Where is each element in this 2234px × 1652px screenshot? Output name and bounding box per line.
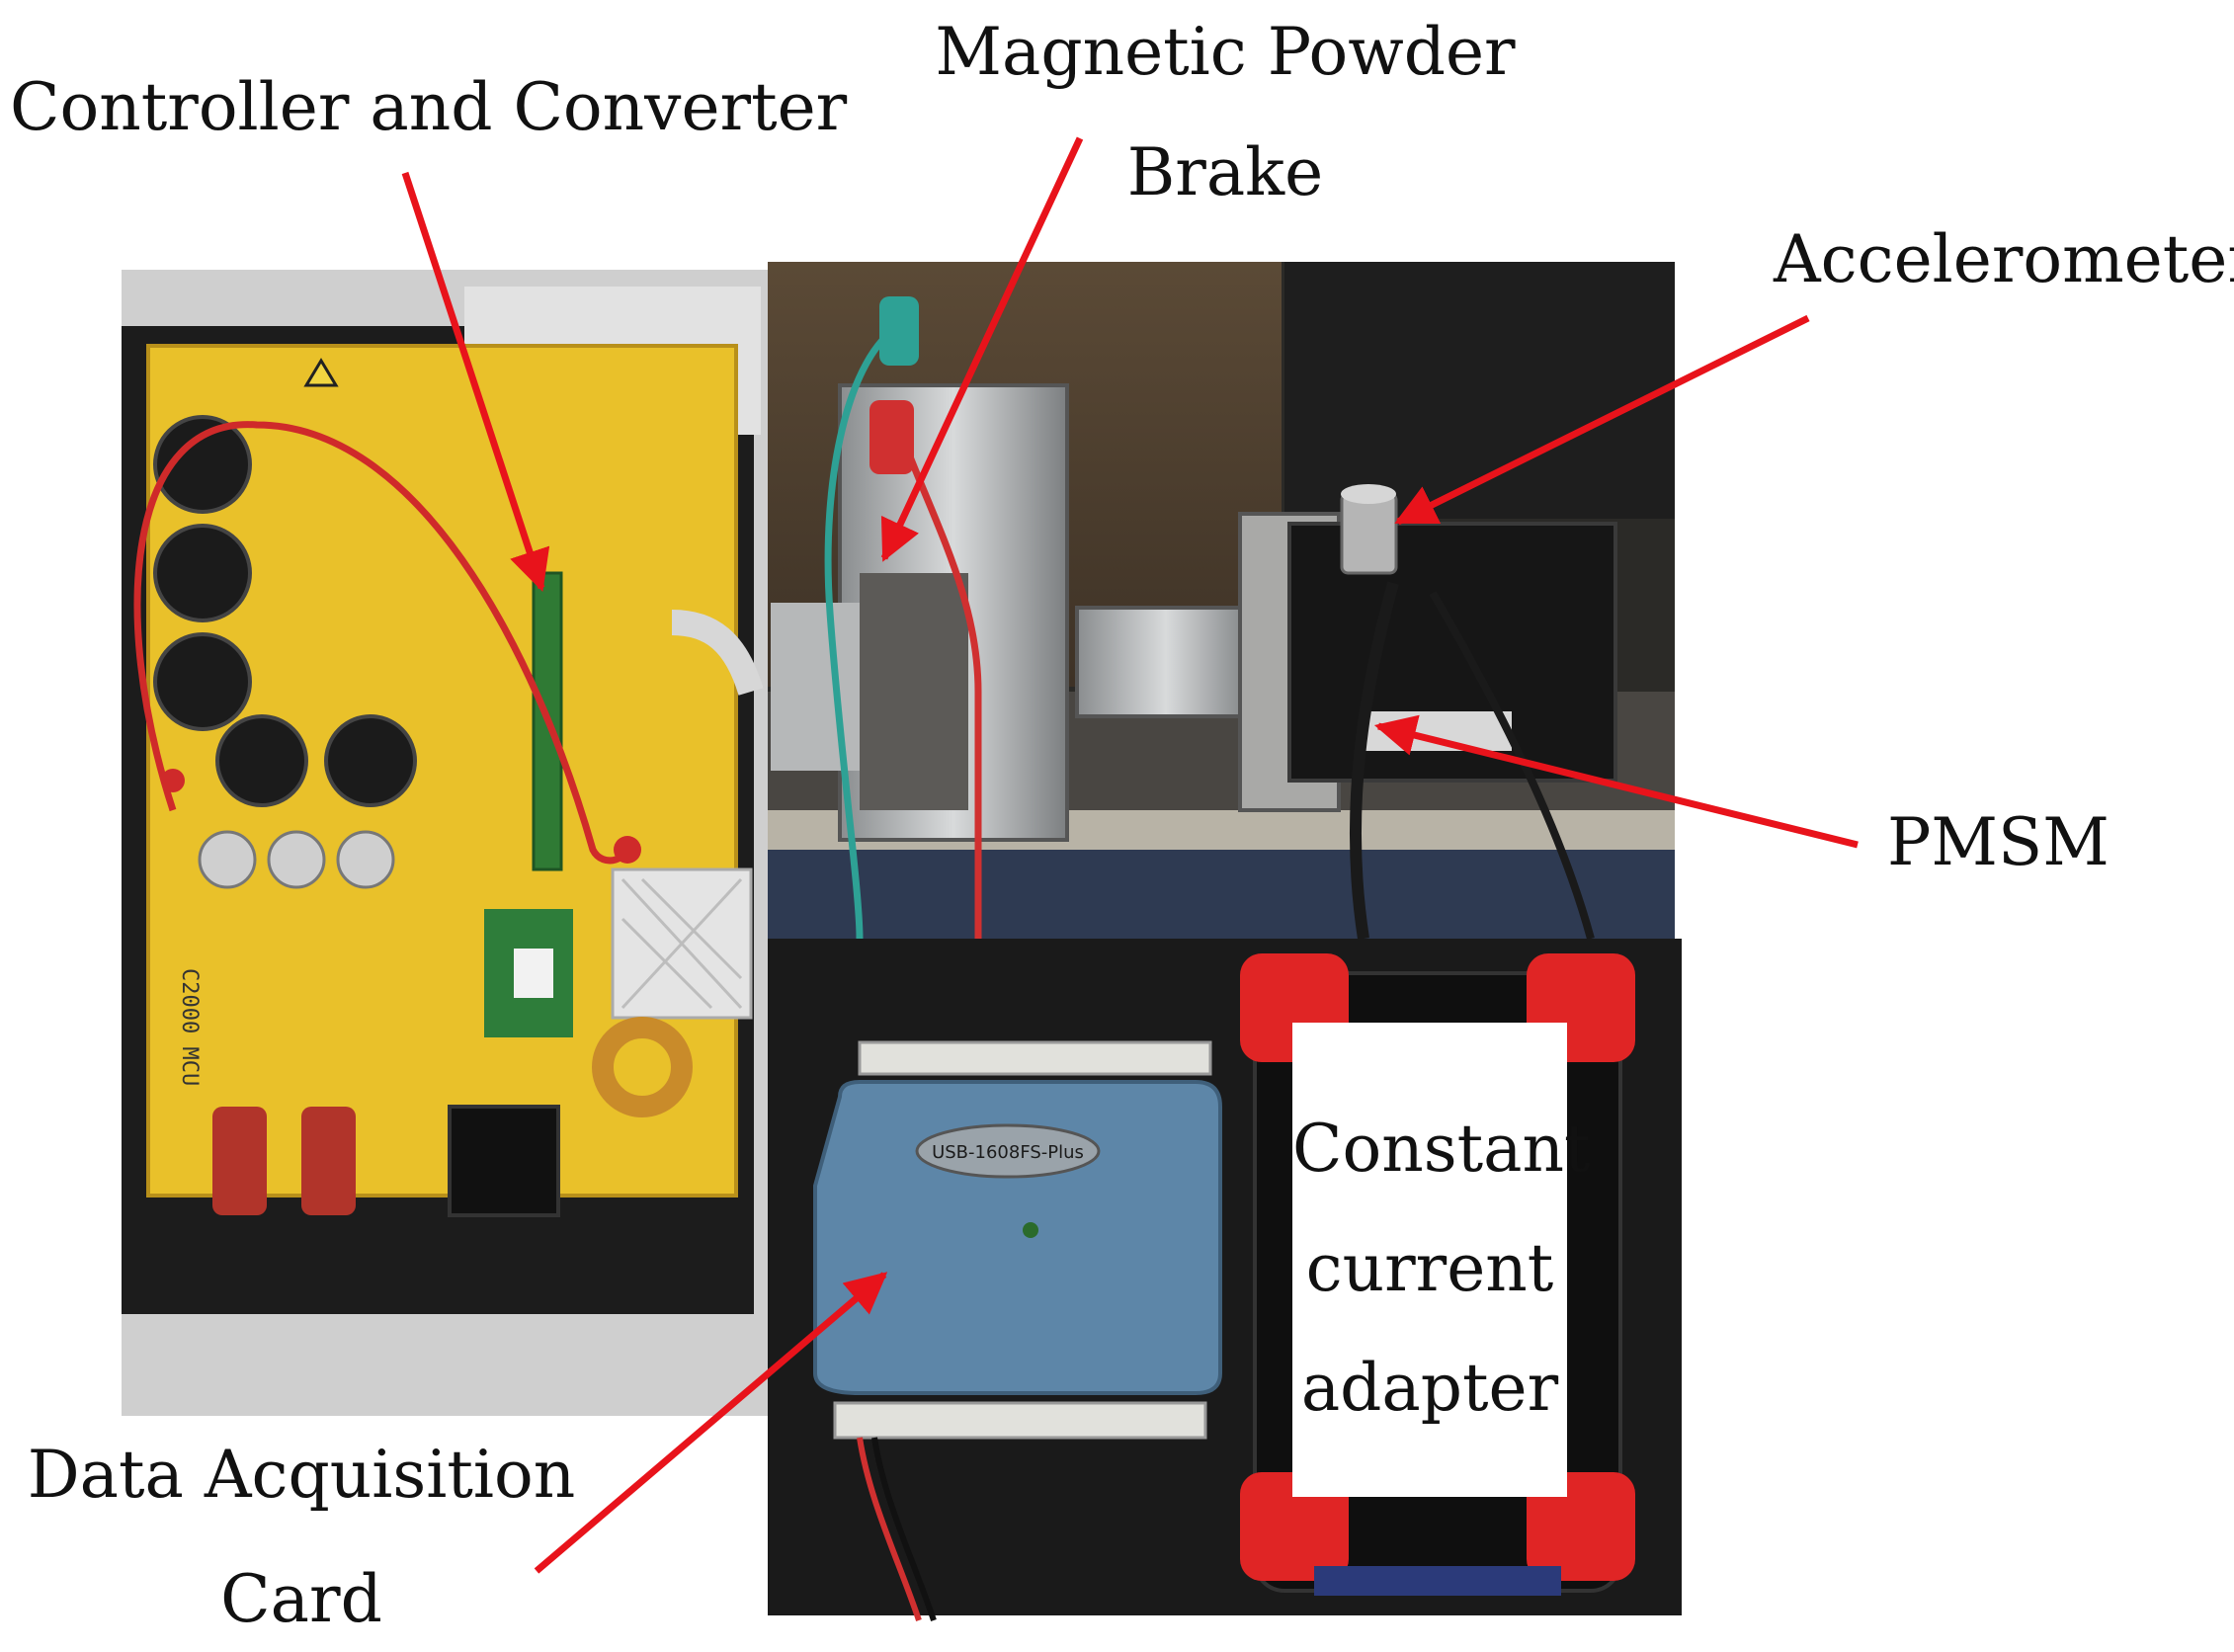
daq-card [813, 1080, 1222, 1395]
red-terminal [869, 400, 914, 474]
toroid-inductor [592, 1017, 693, 1117]
accelerometer-label: Accelerometer [1774, 221, 2234, 297]
capacitor-bank [153, 415, 417, 807]
adapter-label-line1: Constant [1292, 1111, 1591, 1187]
daq-label-line2: Card [220, 1561, 382, 1637]
status-led [1023, 1222, 1038, 1238]
warning-icon [303, 358, 339, 387]
magnetic-powder-brake-label: Magnetic Powder Brake [889, 20, 1561, 206]
controller-converter-label: Controller and Converter [10, 69, 848, 145]
shaft-coupling [1075, 606, 1257, 718]
green-terminal [879, 296, 919, 366]
constant-current-adapter-label: Constant current adapter [1292, 1023, 1591, 1497]
arrow-pmsm [1373, 714, 1859, 849]
adapter-label-line2: current [1305, 1230, 1554, 1306]
pmsm-label: PMSM [1887, 804, 2110, 880]
callout-arrows [401, 136, 1859, 1574]
daq-model-label: USB-1608FS-Plus [932, 1142, 1084, 1163]
magnetic-label-line2: Brake [1126, 134, 1324, 210]
magnetic-label-line1: Magnetic Powder [935, 14, 1516, 90]
adapter-label-line3: adapter [1300, 1350, 1559, 1426]
arrow-controller [401, 171, 550, 592]
arrow-daq [534, 1272, 888, 1574]
controller-photo: C2000 MCU [122, 270, 769, 1416]
arrow-magnetic-brake [880, 136, 1084, 562]
board-label: C2000 MCU [177, 968, 202, 1086]
daq-label-line1: Data Acquisition [27, 1437, 576, 1513]
arrow-accelerometer [1394, 314, 1810, 526]
accelerometer-sensor [1340, 492, 1398, 575]
data-acquisition-card-label: Data Acquisition Card [20, 1443, 583, 1632]
brake-motor-photo [768, 262, 1675, 942]
